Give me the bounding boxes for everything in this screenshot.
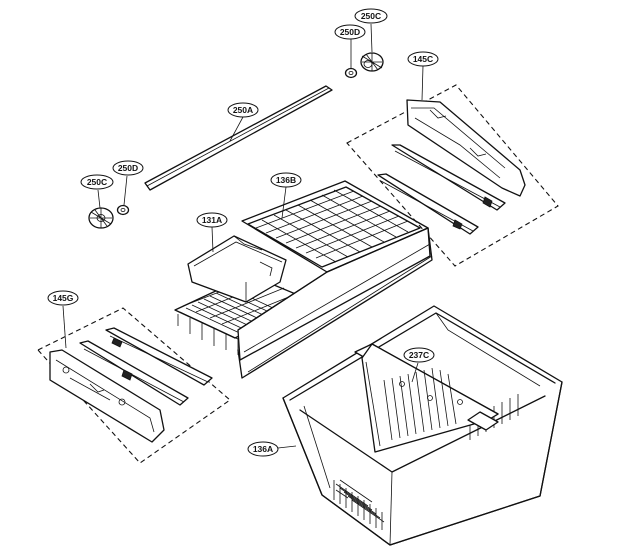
svg-text:250C: 250C [87,177,107,187]
label-145c: 145C [407,51,439,67]
label-250c-left: 250C [80,174,114,190]
label-250d-top: 250D [334,24,366,40]
svg-text:237C: 237C [409,350,429,360]
label-237c: 237C [403,347,435,363]
divider-237c [354,343,499,453]
svg-text:131A: 131A [202,215,222,225]
label-131a: 131A [196,212,228,228]
wire-basket-136b [237,180,433,379]
label-250a: 250A [227,102,259,118]
svg-text:250A: 250A [233,105,253,115]
gear-250c-top [360,52,384,72]
group-145g [37,307,231,464]
svg-text:250C: 250C [361,11,381,21]
gear-250c-left [88,207,114,229]
cap-250d-top [344,67,358,79]
label-136a: 136A [247,441,279,457]
svg-text:250D: 250D [118,163,138,173]
label-250d-left: 250D [112,160,144,176]
leader-lines [62,23,424,449]
svg-text:136B: 136B [276,175,296,185]
label-145g: 145G [47,290,79,306]
svg-text:145G: 145G [53,293,74,303]
svg-text:145C: 145C [413,54,433,64]
svg-text:136A: 136A [253,444,273,454]
cap-250d-left [116,204,130,216]
rod-250a [144,85,333,191]
bin-131a [187,235,287,303]
svg-text:250D: 250D [340,27,360,37]
label-136b: 136B [270,172,302,188]
label-250c-top: 250C [354,8,388,24]
group-145c [346,84,559,267]
